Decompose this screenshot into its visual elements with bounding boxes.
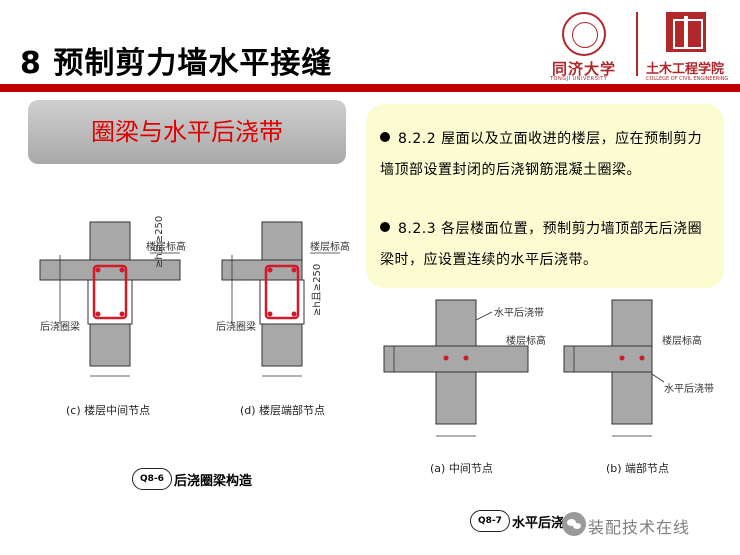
floor-level-label: 楼层标高 xyxy=(146,242,186,253)
leader-line xyxy=(651,373,665,383)
code-notes-box: 8.2.2 屋面以及立面收进的楼层，应在预制剪力墙顶部设置封闭的后浇钢筋混凝土圈… xyxy=(366,104,724,288)
university-seal-icon xyxy=(562,12,606,56)
upper-wall-panel xyxy=(435,299,477,347)
leader-line xyxy=(475,311,493,321)
lower-wall-panel xyxy=(611,371,653,425)
horizontal-strip-label: 水平后浇带 xyxy=(664,384,714,395)
ring-beam-stirrup xyxy=(264,264,300,320)
section-label: 圈梁与水平后浇带 xyxy=(91,118,283,146)
bullet-icon xyxy=(380,222,390,232)
code-note-8-2-3: 8.2.3 各层楼面位置，预制剪力墙顶部无后浇圈梁时，应设置连续的水平后浇带。 xyxy=(380,214,714,276)
horizontal-strip-label: 水平后浇带 xyxy=(494,308,544,319)
height-requirement-label: ≥h且≥250 xyxy=(312,263,323,316)
figure-number-badge: Q8-6 xyxy=(132,468,172,490)
floor-slab xyxy=(563,345,653,373)
floor-slab xyxy=(221,259,303,281)
college-english-name: COLLEGE OF CIVIL ENGINEERING xyxy=(646,76,729,82)
watermark-text: 装配技术在线 xyxy=(588,518,691,537)
rebar xyxy=(619,355,625,361)
logo-divider xyxy=(636,12,638,76)
rebar xyxy=(639,355,645,361)
university-english-name: TONGJI UNIVERSITY xyxy=(550,76,608,82)
floor-level-label: 楼层标高 xyxy=(506,336,546,347)
figure-title: 后浇圈梁构造 xyxy=(174,474,253,489)
rebar xyxy=(95,267,101,273)
bullet-icon xyxy=(380,132,390,142)
code-note-text: 8.2.2 屋面以及立面收进的楼层，应在预制剪力墙顶部设置封闭的后浇钢筋混凝土圈… xyxy=(380,131,703,178)
upper-wall-panel xyxy=(611,299,653,347)
lower-wall-panel xyxy=(89,323,131,367)
figure-caption-a: (a) 中间节点 xyxy=(430,462,493,475)
rebar xyxy=(95,311,101,317)
code-note-text: 8.2.3 各层楼面位置，预制剪力墙顶部无后浇圈梁时，应设置连续的水平后浇带。 xyxy=(380,221,703,268)
university-name: 同济大学 xyxy=(552,60,617,78)
rebar xyxy=(119,311,125,317)
floor-slab xyxy=(383,345,529,373)
rebar xyxy=(267,267,273,273)
rebar xyxy=(267,311,273,317)
wechat-icon xyxy=(562,512,586,536)
floor-level-label: 楼层标高 xyxy=(662,336,702,347)
upper-wall-panel xyxy=(261,221,303,261)
section-label-box: 圈梁与水平后浇带 xyxy=(28,100,346,164)
figure-caption-d: (d) 楼层端部节点 xyxy=(240,404,326,417)
ring-beam-stirrup xyxy=(92,264,128,320)
college-emblem-icon xyxy=(666,12,706,52)
logo-area: 同济大学 TONGJI UNIVERSITY 土木工程学院 COLLEGE OF… xyxy=(540,8,735,82)
rebar xyxy=(463,355,469,361)
ring-beam-label: 后浇圈梁 xyxy=(216,322,256,333)
figure-caption-b: (b) 端部节点 xyxy=(606,462,670,475)
rebar xyxy=(119,267,125,273)
code-note-8-2-2: 8.2.2 屋面以及立面收进的楼层，应在预制剪力墙顶部设置封闭的后浇钢筋混凝土圈… xyxy=(380,124,714,186)
floor-level-label: 楼层标高 xyxy=(310,242,350,253)
lower-wall-panel xyxy=(261,323,303,367)
height-requirement-label: ≥h且≥250 xyxy=(154,215,165,268)
college-name: 土木工程学院 xyxy=(646,62,725,77)
lower-wall-panel xyxy=(435,371,477,425)
rebar xyxy=(291,311,297,317)
rebar xyxy=(443,355,449,361)
figure-number-badge: Q8-7 xyxy=(470,510,510,532)
rebar xyxy=(291,267,297,273)
figure-title: 水平后浇带 xyxy=(512,516,578,531)
upper-wall-panel xyxy=(89,221,131,261)
title-underline-bar xyxy=(0,84,740,92)
ring-beam-label: 后浇圈梁 xyxy=(40,322,80,333)
slide-title: 8 预制剪力墙水平接缝 xyxy=(20,46,333,81)
figure-caption-c: (c) 楼层中间节点 xyxy=(66,404,151,417)
